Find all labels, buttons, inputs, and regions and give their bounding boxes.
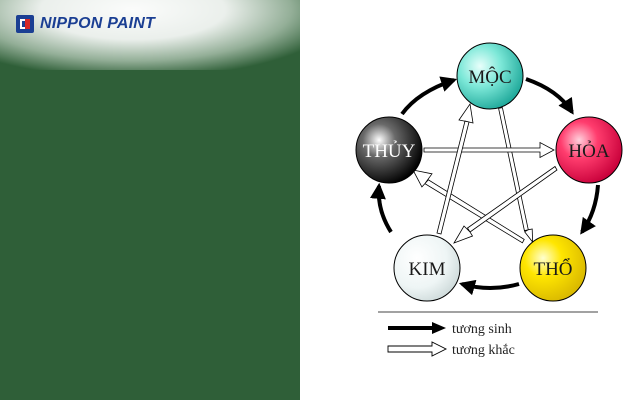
arrow-thuy-to-moc [400, 76, 458, 116]
element-moc: MỘC [456, 42, 524, 110]
header-glow [0, 0, 300, 70]
element-kim-circle [393, 234, 461, 302]
element-hoa: HỎA [555, 116, 623, 184]
five-elements-diagram: MỘC HỎA THỔ KIM THỦY tương sinh [300, 0, 640, 400]
arrow-kim-to-moc [436, 102, 474, 235]
arrow-tho-to-kim [458, 279, 520, 296]
element-tho: THỔ [519, 234, 587, 302]
element-thuy-label: THỦY [363, 140, 416, 162]
element-moc-circle [456, 42, 524, 110]
arrow-kim-to-thuy [369, 182, 393, 234]
arrow-thuy-to-hoa [423, 141, 555, 159]
element-kim: KIM [393, 234, 461, 302]
arrow-hoa-to-tho [580, 184, 600, 235]
hollow-arrow-icon [387, 341, 448, 357]
nippon-paint-logo-icon [16, 15, 34, 33]
generating-cycle [369, 76, 600, 296]
arrow-moc-to-tho [498, 107, 534, 244]
element-kim-label: KIM [409, 259, 446, 280]
brand-panel: NIPPON PAINT [0, 0, 300, 400]
controlling-cycle [412, 102, 558, 244]
element-hoa-circle [555, 116, 623, 184]
element-hoa-label: HỎA [568, 140, 609, 162]
brand-logo[interactable]: NIPPON PAINT [16, 14, 155, 34]
element-moc-label: MỘC [468, 66, 511, 88]
legend-item-controlling: tương khắc [387, 341, 515, 358]
diagram-canvas: MỘC HỎA THỔ KIM THỦY tương sinh [355, 42, 623, 358]
legend: tương sinh tương khắc [378, 311, 598, 358]
solid-arrow-icon [432, 322, 446, 334]
arrow-moc-to-hoa [525, 77, 574, 115]
element-thuy: THỦY [355, 116, 423, 184]
brand-name: NIPPON PAINT [40, 15, 156, 32]
legend-generating-label: tương sinh [452, 322, 512, 337]
element-thuy-circle [355, 116, 423, 184]
legend-item-generating: tương sinh [388, 322, 512, 337]
element-tho-label: THỔ [533, 258, 572, 280]
arrow-hoa-to-kim [453, 165, 558, 244]
element-tho-circle [519, 234, 587, 302]
legend-controlling-label: tương khắc [452, 343, 515, 358]
